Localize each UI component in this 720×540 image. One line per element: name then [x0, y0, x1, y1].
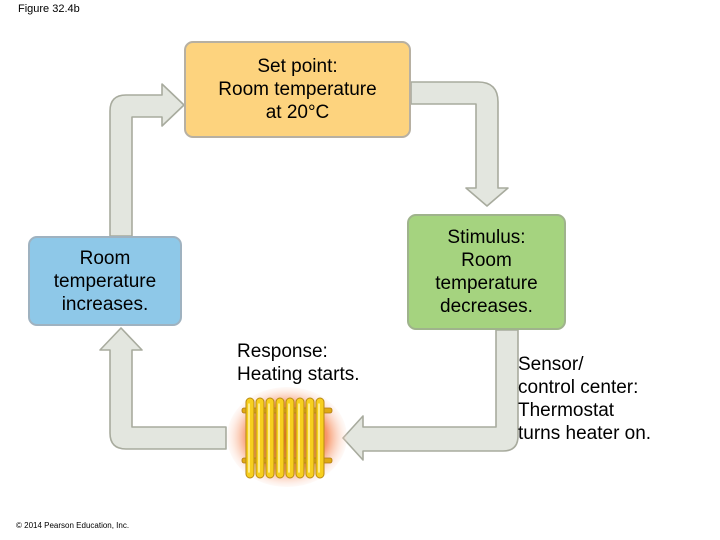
cycle-arrow-icon [109, 83, 185, 237]
cycle-arrow-icon [99, 327, 227, 450]
heater-radiator-icon [227, 387, 347, 487]
room-temperature-increases-box: Room temperature increases. [28, 236, 182, 326]
cycle-arrow-icon [342, 329, 519, 461]
figure-label: Figure 32.4b [18, 3, 80, 15]
set-point-box: Set point: Room temperature at 20°C [184, 41, 411, 138]
sensor-control-center-label: Sensor/ control center: Thermostat turns… [518, 354, 652, 444]
copyright-notice: © 2014 Pearson Education, Inc. [16, 521, 130, 530]
response-label: Response: Heating starts. [237, 341, 360, 385]
stimulus-box: Stimulus: Room temperature decreases. [407, 214, 566, 330]
cycle-arrow-icon [410, 81, 509, 207]
